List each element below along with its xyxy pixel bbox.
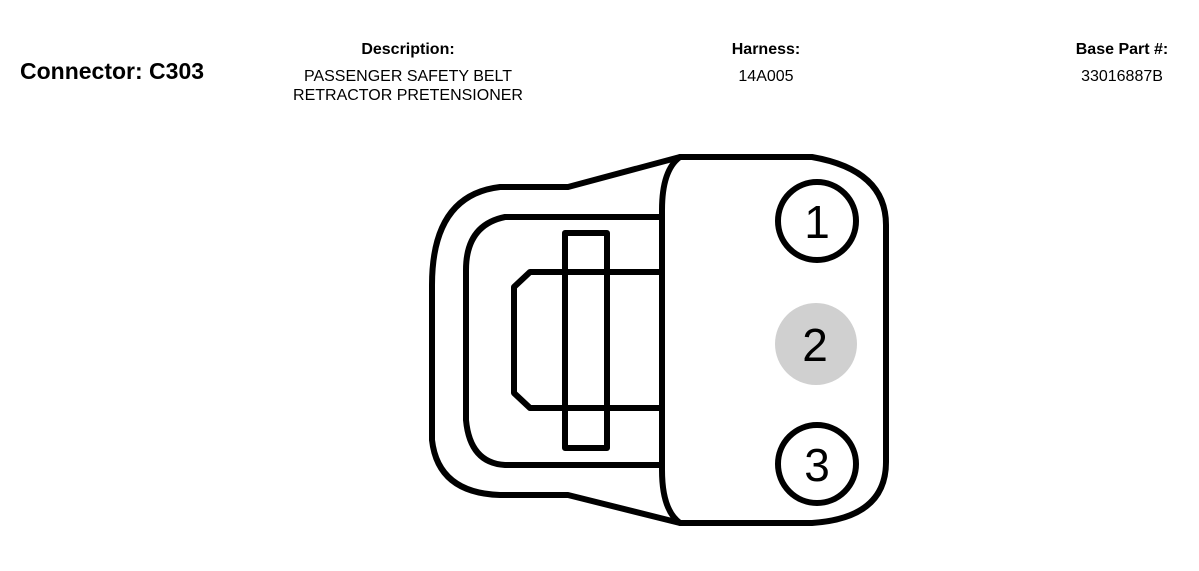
pin-1-label: 1 bbox=[804, 196, 830, 248]
connector-title: Connector: C303 bbox=[20, 58, 205, 84]
description-line-1: PASSENGER SAFETY BELT bbox=[303, 68, 513, 85]
description-line-2: RETRACTOR PRETENSIONER bbox=[293, 87, 523, 104]
latch-tab bbox=[511, 269, 665, 411]
harness-header: Harness: bbox=[731, 41, 801, 58]
pin-1: 1 bbox=[775, 179, 859, 263]
harness-block: Harness: 14A005 bbox=[686, 40, 846, 86]
description-header: Description: bbox=[361, 41, 455, 58]
base-part-block: Base Part #: 33016887B bbox=[1044, 40, 1199, 86]
pin-3-circle bbox=[775, 422, 859, 506]
latch-housing-outer bbox=[429, 154, 683, 526]
pin-3-label: 3 bbox=[804, 439, 830, 491]
pin-2-circle bbox=[775, 303, 857, 385]
pin-2: 2 bbox=[775, 303, 857, 385]
base-part-header: Base Part #: bbox=[1075, 41, 1169, 58]
pin-1-circle bbox=[775, 179, 859, 263]
description-block: Description: PASSENGER SAFETY BELT RETRA… bbox=[258, 40, 558, 105]
latch-bar bbox=[562, 230, 610, 451]
base-part-value: 33016887B bbox=[1081, 68, 1163, 85]
pin-2-label: 2 bbox=[802, 319, 828, 371]
connector-body-outline bbox=[659, 154, 889, 526]
harness-value: 14A005 bbox=[738, 68, 794, 85]
pin-3: 3 bbox=[775, 422, 859, 506]
latch-housing-inner bbox=[463, 214, 665, 468]
